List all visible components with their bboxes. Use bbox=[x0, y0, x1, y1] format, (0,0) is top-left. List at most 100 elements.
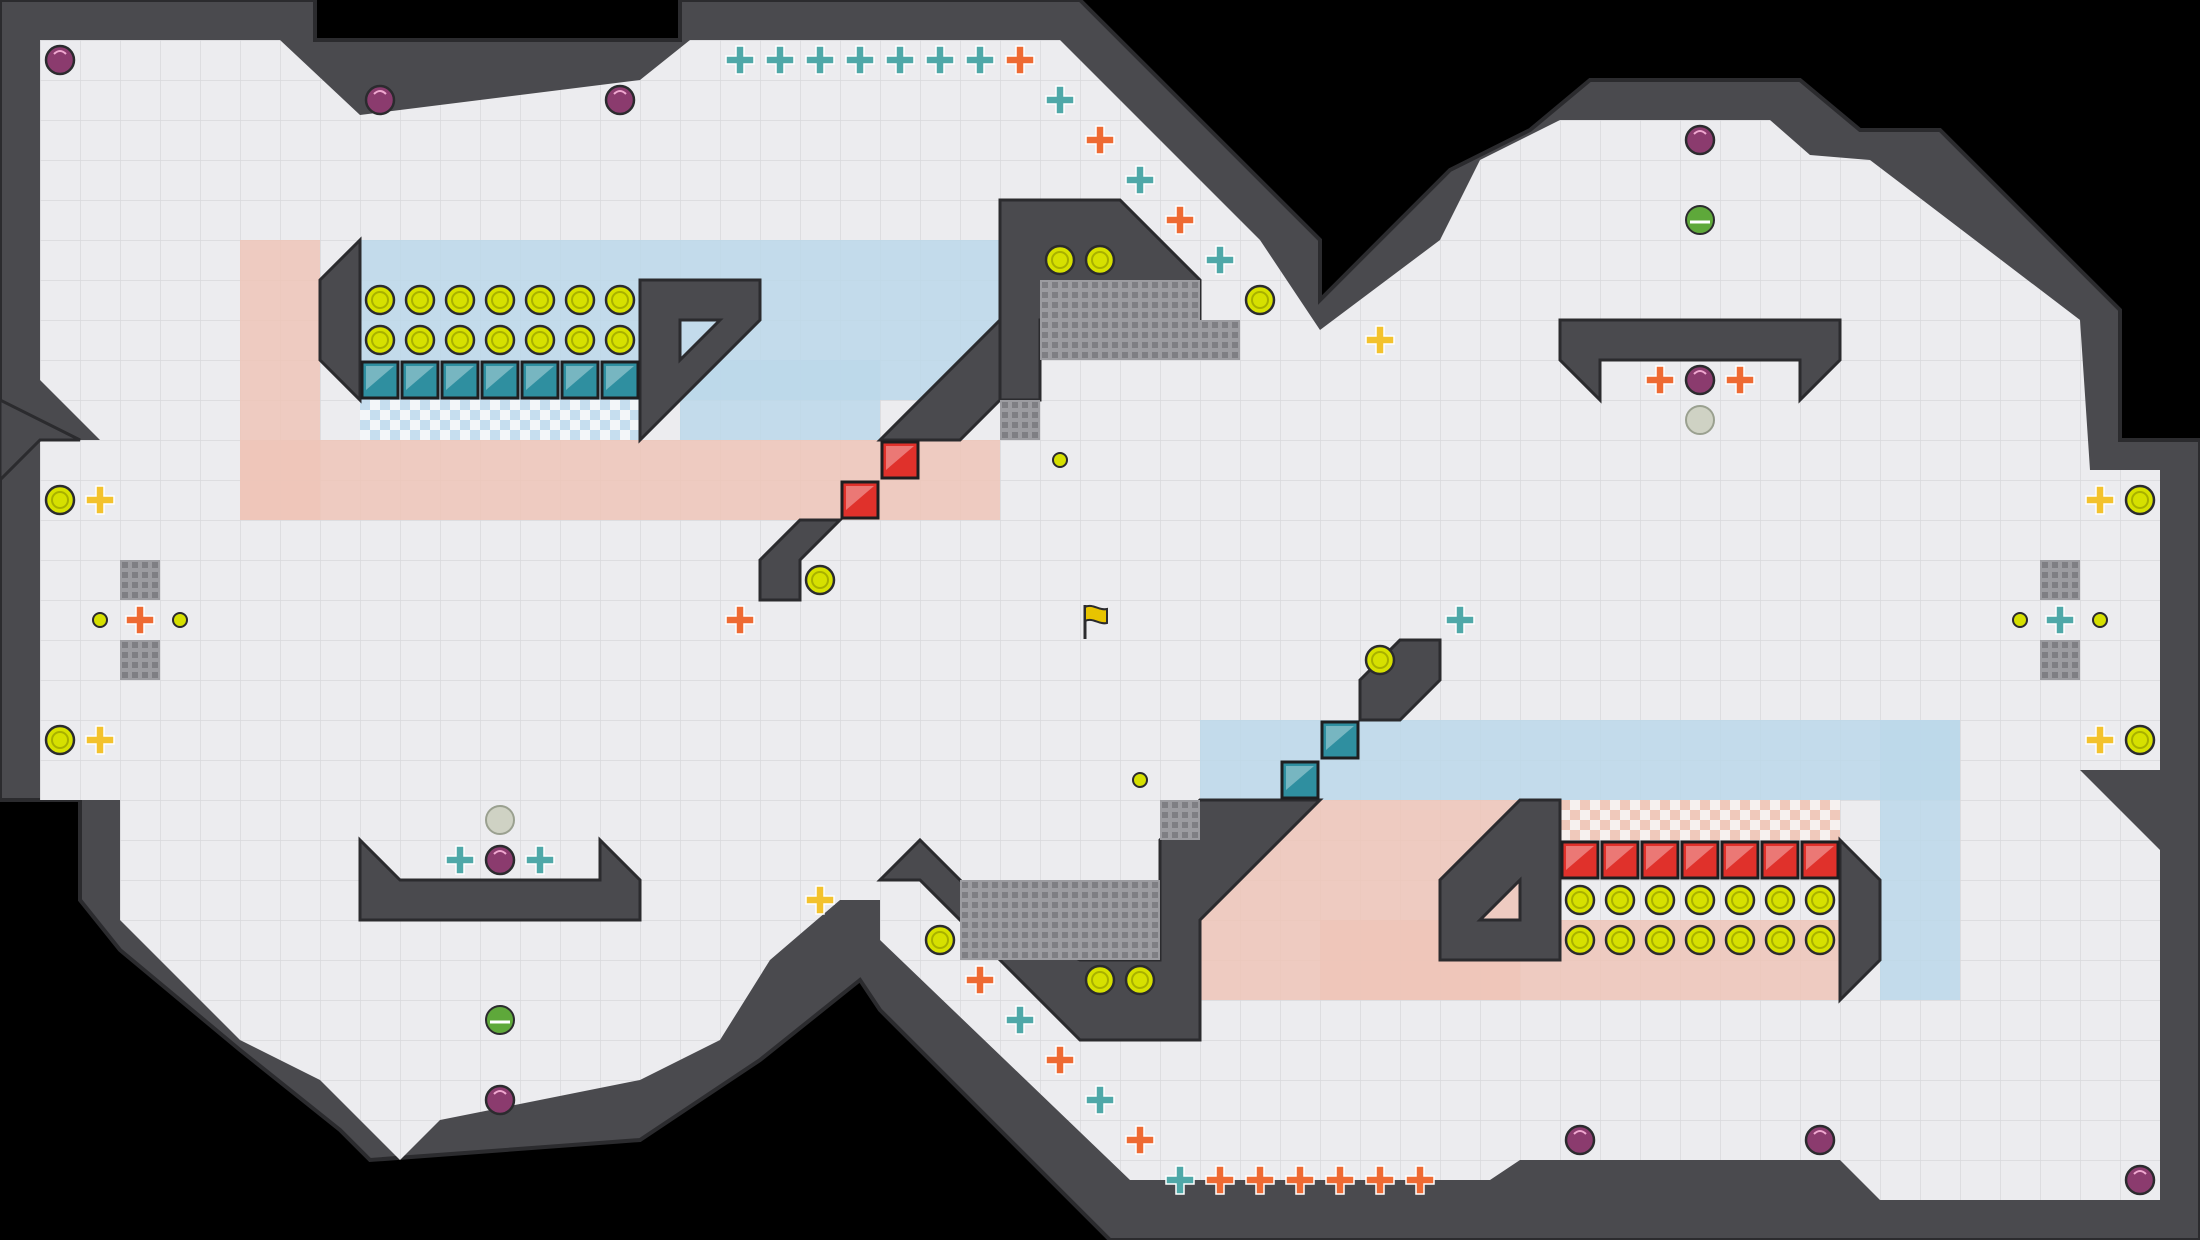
boost-cross-icon bbox=[1005, 45, 1035, 75]
red-block bbox=[1760, 840, 1800, 880]
boosters bbox=[85, 45, 2115, 1195]
blue-block bbox=[440, 360, 480, 400]
boost-cross-icon bbox=[1325, 1165, 1355, 1195]
boost-cross-icon bbox=[1085, 1085, 1115, 1115]
boost-cross-icon bbox=[1005, 1005, 1035, 1035]
bomb-icon bbox=[604, 84, 636, 116]
grate-block-icon bbox=[1200, 320, 1240, 360]
neutral-orb-icon bbox=[485, 805, 515, 835]
bomb-icon bbox=[44, 44, 76, 76]
wall-tl-triangle bbox=[638, 278, 762, 444]
yellow-token-icon bbox=[1084, 244, 1116, 276]
yellow-token-icon bbox=[1764, 884, 1796, 916]
grate-block-icon bbox=[1040, 280, 1200, 360]
boost-cross-icon bbox=[1725, 365, 1755, 395]
yellow-token-icon bbox=[804, 564, 836, 596]
yellow-token-icon bbox=[564, 284, 596, 316]
yellow-token-icon bbox=[1644, 924, 1676, 956]
yellow-token-icon bbox=[1644, 884, 1676, 916]
boost-cross-icon bbox=[2045, 605, 2075, 635]
yellow-token-icon bbox=[524, 284, 556, 316]
bomb-icon bbox=[1804, 1124, 1836, 1156]
bomb-icon bbox=[484, 1084, 516, 1116]
boost-cross-icon bbox=[445, 845, 475, 875]
small-token-icon bbox=[92, 612, 108, 628]
boost-cross-icon bbox=[1045, 85, 1075, 115]
boost-cross-icon bbox=[1125, 165, 1155, 195]
yellow-token-icon bbox=[604, 284, 636, 316]
small-token-icon bbox=[2092, 612, 2108, 628]
wall-br-bracket bbox=[1838, 836, 1882, 1004]
blue-block bbox=[600, 360, 640, 400]
grate-block-icon bbox=[1000, 400, 1040, 440]
wall-left-bump bbox=[0, 398, 81, 483]
yellow-tokens bbox=[44, 244, 2156, 996]
boost-cross-icon bbox=[725, 45, 755, 75]
bombs bbox=[44, 44, 2156, 1196]
neutral-orb-icon bbox=[1685, 405, 1715, 435]
yellow-token-icon bbox=[1604, 884, 1636, 916]
yellow-token-icon bbox=[1724, 924, 1756, 956]
wall-tl-bracket bbox=[318, 236, 362, 404]
yellow-token-icon bbox=[564, 324, 596, 356]
grate-block-icon bbox=[960, 880, 1160, 960]
yellow-token-icon bbox=[484, 284, 516, 316]
yellow-token-icon bbox=[1684, 924, 1716, 956]
blue-block bbox=[480, 360, 520, 400]
red-block bbox=[1600, 840, 1640, 880]
boost-cross-icon bbox=[2085, 725, 2115, 755]
boost-cross-icon bbox=[1365, 1165, 1395, 1195]
bomb-icon bbox=[1564, 1124, 1596, 1156]
bomb-icon bbox=[2124, 1164, 2156, 1196]
boost-cross-icon bbox=[1125, 1125, 1155, 1155]
boost-cross-icon bbox=[1165, 1165, 1195, 1195]
yellow-token-icon bbox=[1124, 964, 1156, 996]
yellow-token-icon bbox=[364, 324, 396, 356]
boost-cross-icon bbox=[1405, 1165, 1435, 1195]
yellow-token-icon bbox=[1564, 884, 1596, 916]
yellow-token-icon bbox=[44, 724, 76, 756]
yellow-token-icon bbox=[2124, 724, 2156, 756]
boost-cross-icon bbox=[85, 725, 115, 755]
spike-icon bbox=[485, 1005, 515, 1035]
grate-blocks bbox=[120, 280, 2080, 960]
boost-cross-icon bbox=[1245, 1165, 1275, 1195]
yellow-token-icon bbox=[1244, 284, 1276, 316]
blue-block bbox=[1280, 760, 1320, 800]
yellow-token-icon bbox=[1364, 644, 1396, 676]
boost-cross-icon bbox=[1205, 1165, 1235, 1195]
yellow-token-icon bbox=[44, 484, 76, 516]
boost-cross-icon bbox=[765, 45, 795, 75]
blue-block bbox=[560, 360, 600, 400]
red-block bbox=[1800, 840, 1840, 880]
yellow-token-icon bbox=[444, 284, 476, 316]
boost-cross-icon bbox=[1045, 1045, 1075, 1075]
boost-cross-icon bbox=[1365, 325, 1395, 355]
yellow-token-icon bbox=[364, 284, 396, 316]
yellow-token-icon bbox=[444, 324, 476, 356]
yellow-token-icon bbox=[484, 324, 516, 356]
yellow-token-icon bbox=[1604, 924, 1636, 956]
red-block bbox=[1640, 840, 1680, 880]
boost-cross-icon bbox=[1165, 205, 1195, 235]
small-token-icon bbox=[1052, 452, 1068, 468]
wall-step-left bbox=[758, 518, 844, 602]
boost-cross-icon bbox=[1085, 125, 1115, 155]
yellow-token-icon bbox=[404, 324, 436, 356]
blue-block bbox=[1320, 720, 1360, 760]
yellow-token-icon bbox=[2124, 484, 2156, 516]
boost-cross-icon bbox=[1205, 245, 1235, 275]
red-block bbox=[840, 480, 880, 520]
spike-icon bbox=[1685, 205, 1715, 235]
small-tokens bbox=[92, 452, 2108, 788]
boost-cross-icon bbox=[805, 885, 835, 915]
yellow-token-icon bbox=[404, 284, 436, 316]
boost-cross-icon bbox=[2085, 485, 2115, 515]
grate-block-icon bbox=[120, 560, 160, 600]
boost-cross-icon bbox=[805, 45, 835, 75]
pickups bbox=[485, 205, 1715, 1035]
wall-left-cup bbox=[358, 836, 642, 922]
yellow-token-icon bbox=[1684, 884, 1716, 916]
yellow-token-icon bbox=[1044, 244, 1076, 276]
red-block bbox=[880, 440, 920, 480]
